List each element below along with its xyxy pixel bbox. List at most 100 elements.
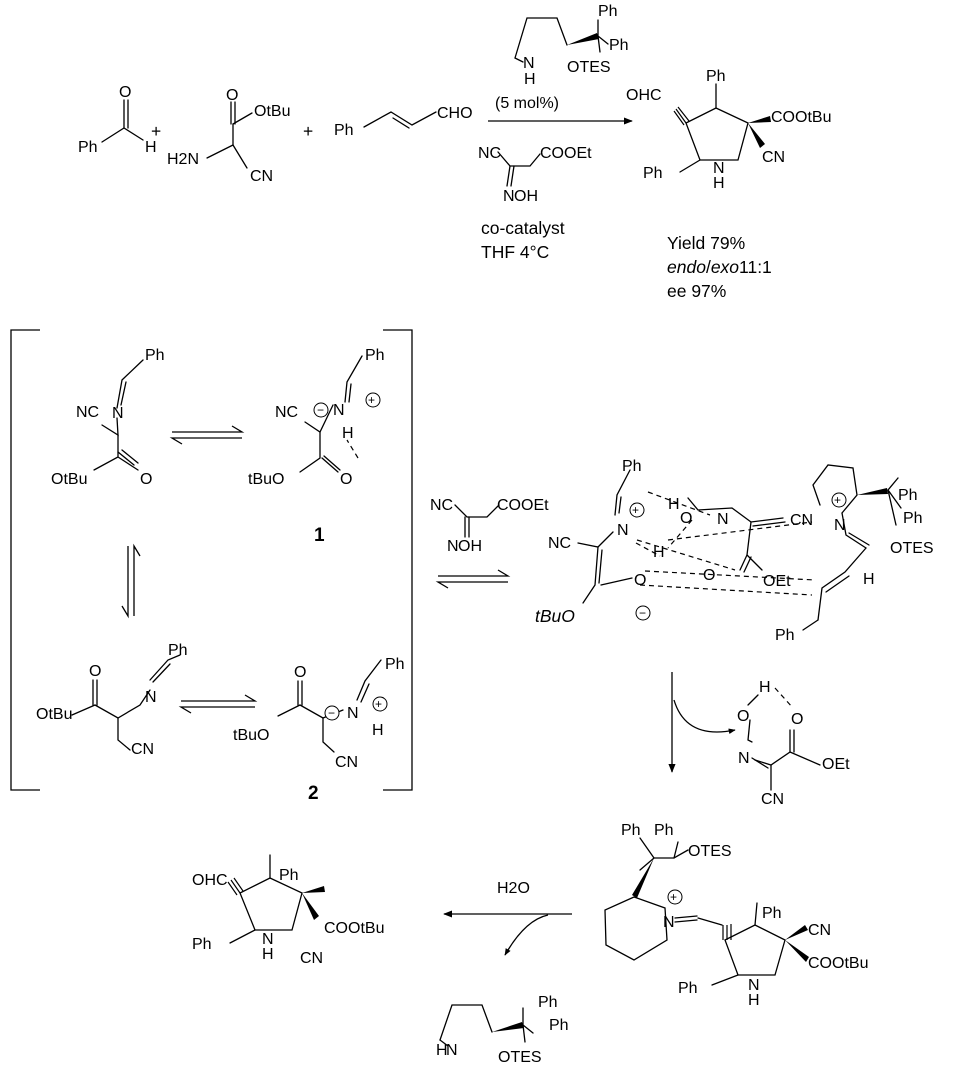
cn-label: CN [808,922,831,939]
ph-label: Ph [762,905,782,922]
h-label: H [262,946,274,963]
equilibrium-arrows [169,425,245,445]
co-catalyst: NC COOEt N OH co-catalyst THF 4°C [478,145,592,262]
cn-label: CN [762,149,785,166]
ph-label: Ph [678,980,698,997]
minus-charge: − [328,706,335,720]
co-catalyst-mechanism: NC COOEt N OH [430,497,549,555]
prolinol-catalyst: Ph Ph N H OTES (5 mol%) [495,3,629,112]
otes-label: OTES [498,1049,542,1066]
ohc-label: OHC [192,872,228,889]
h-label: H [748,992,760,1009]
endo-exo-label: endo/exo11:1 [667,257,772,277]
nc-label: NC [478,145,501,162]
h-label: H [863,571,875,588]
otbu-label: OtBu [254,103,290,120]
ylide-1: Ph NC − N + H tBuO O 1 [248,347,385,546]
regenerated-catalyst: N H Ph Ph OTES [436,994,569,1066]
tbuo-label: tBuO [248,471,284,488]
n-label: N [717,511,729,528]
hydrolysis-arrow: H2O [443,880,572,956]
o-label: O [634,572,646,589]
ph-label: Ph [78,139,98,156]
ph-label: Ph [898,487,918,504]
n-label: N [333,402,345,419]
ph-label: Ph [365,347,385,364]
plus-charge: + [632,503,639,517]
tbuo-label: tBuO [233,727,269,744]
cn-label: CN [250,168,273,185]
equilibrium-arrows [178,694,258,714]
o-label: O [703,567,715,584]
h-label: H [342,425,354,442]
h-label: H [759,679,771,696]
cootbu-label: COOtBu [324,920,384,937]
n-label: N [748,977,760,994]
minus-charge: − [639,606,646,620]
cn-label: CN [300,950,323,967]
compound-label-2: 2 [308,783,319,804]
o-label: O [680,510,692,527]
ph-label: Ph [549,1017,569,1034]
down-arrow [668,672,736,773]
plus-charge: + [368,393,375,407]
ph-label: Ph [168,642,188,659]
ph-label: Ph [334,122,354,139]
catalyst-loading: (5 mol%) [495,95,559,112]
n-label: N [347,705,359,722]
cootbu-label: COOtBu [808,955,868,972]
otes-label: OTES [688,843,732,860]
ph-label: Ph [706,68,726,85]
right-bracket [383,329,413,791]
ph-label: Ph [643,165,663,182]
n-label: N [523,55,535,72]
transition-state: Ph H O N CN + N NC tBuO O − H O OEt N + … [535,458,934,644]
n-ring-label: N [834,517,846,534]
ph-label: Ph [621,822,641,839]
o-label: O [737,708,749,725]
oet-label: OEt [822,756,850,773]
otes-label: OTES [567,59,611,76]
cootbu-label: COOtBu [771,109,831,126]
cn-label: CN [790,512,813,529]
h2n-label: H2N [167,151,199,168]
h-label: H [524,71,536,88]
oh-label: OH [458,538,482,555]
cn-label: CN [761,791,784,808]
nc-label: NC [76,404,99,421]
h-label: H [145,139,157,156]
nc-label: NC [430,497,453,514]
results: Yield 79% endo/exo11:1 ee 97% [667,233,772,301]
aminocyanoacetate: O OtBu H2N CN [167,87,290,185]
ph-label: Ph [385,656,405,673]
left-bracket [10,329,40,791]
iminium-adduct: Ph Ph OTES + N Ph CN Ph N H COOtBu [604,822,868,1009]
compound-label-1: 1 [314,525,325,546]
tbuo-label: tBuO [535,606,575,626]
ph-label: Ph [903,510,923,527]
imine-b: Ph O OtBu N CN [36,642,188,758]
n-label: N [738,750,750,767]
ohc-label: OHC [626,87,662,104]
otes-label: OTES [890,540,934,557]
benzaldehyde: O Ph H [78,84,157,156]
ee-label: ee 97% [667,281,726,301]
o-label: O [340,471,352,488]
cn-label: CN [131,741,154,758]
n-label: N [447,538,459,555]
o-label: O [294,664,306,681]
ph-label: Ph [654,822,674,839]
h-label: H [372,722,384,739]
o-label: O [89,663,101,680]
cho-label: CHO [437,105,473,122]
ph-label: Ph [538,994,558,1011]
plus-sign: + [303,121,313,141]
ph-label: Ph [775,627,795,644]
plus-sign: + [151,121,161,141]
n-label: N [145,689,157,706]
cooet-label: COOEt [497,497,549,514]
n-label: N [112,405,124,422]
nc-label: NC [275,404,298,421]
final-product: OHC Ph COOtBu Ph N H CN [192,854,384,967]
